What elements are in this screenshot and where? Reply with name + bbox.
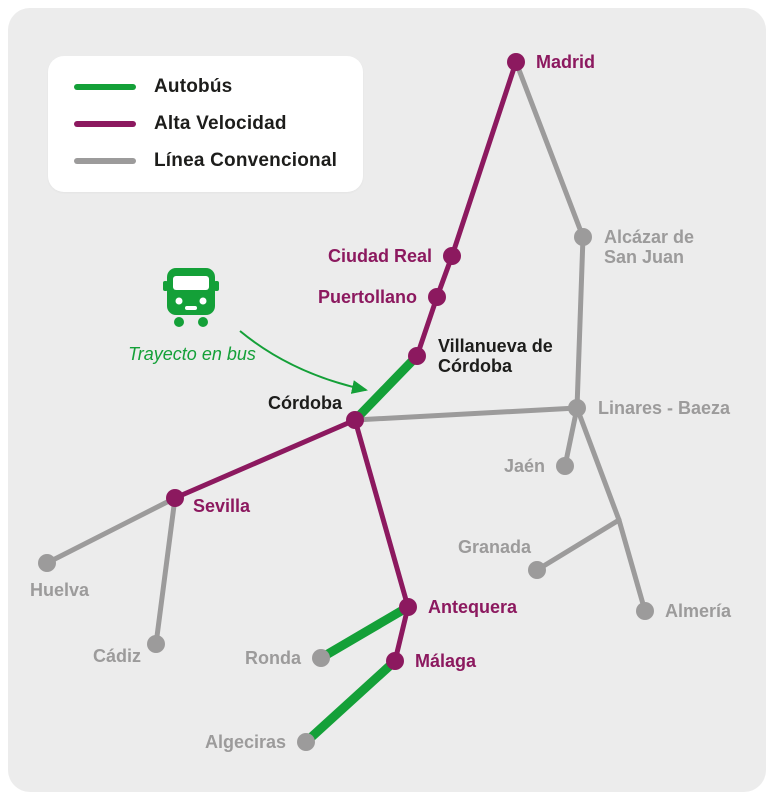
rail-line-madrid-ciudad-real: [449, 59, 519, 259]
rail-line-linares-baeza-junction-almeria: [574, 405, 622, 523]
station-label-malaga: Málaga: [415, 651, 477, 671]
legend-label-autobus: Autobús: [154, 76, 233, 97]
legend-item-alta-velocidad: Alta Velocidad: [74, 113, 337, 135]
station-dot-malaga: [386, 652, 404, 670]
rail-line-antequera-malaga: [392, 604, 411, 664]
rail-line-villanueva-de-cordoba-cordoba: [350, 351, 422, 425]
station-dot-ciudad-real: [443, 247, 461, 265]
legend-swatch-linea-convencional: [74, 158, 136, 164]
station-label-linares-baeza: Linares - Baeza: [598, 398, 731, 418]
station-label-granada: Granada: [458, 537, 532, 557]
station-label-cadiz: Cádiz: [93, 646, 141, 666]
station-dot-puertollano: [428, 288, 446, 306]
rail-line-granada-junction-almeria: [534, 517, 622, 573]
rail-line-junction-almeria-almeria: [616, 517, 648, 614]
bus-annotation-label: Trayecto en bus: [128, 344, 256, 364]
station-dot-ronda: [312, 649, 330, 667]
station-label-puertollano: Puertollano: [318, 287, 417, 307]
station-label-ciudad-real: Ciudad Real: [328, 246, 432, 266]
rail-line-cordoba-sevilla: [172, 417, 358, 501]
bus-icon: [163, 268, 219, 327]
station-dot-granada: [528, 561, 546, 579]
rail-line-sevilla-huelva: [44, 495, 178, 566]
station-dot-antequera: [399, 598, 417, 616]
station-dot-alcazar-de-san-juan: [574, 228, 592, 246]
station-dot-villanueva-de-cordoba: [408, 347, 426, 365]
station-dot-jaen: [556, 457, 574, 475]
station-dot-algeciras: [297, 733, 315, 751]
station-label-antequera: Antequera: [428, 597, 518, 617]
rail-line-ronda-antequera: [316, 602, 413, 663]
rail-line-puertollano-villanueva-de-cordoba: [414, 294, 440, 359]
legend-label-linea-convencional: Línea Convencional: [154, 150, 338, 171]
legend-label-alta-velocidad: Alta Velocidad: [154, 113, 287, 134]
legend-swatch-alta-velocidad: [74, 121, 136, 127]
station-label-ronda: Ronda: [245, 648, 302, 668]
station-dot-cadiz: [147, 635, 165, 653]
station-dot-madrid: [507, 53, 525, 71]
legend-item-autobus: Autobús: [74, 76, 337, 98]
station-dot-almeria: [636, 602, 654, 620]
station-label-madrid: Madrid: [536, 52, 595, 72]
station-label-almeria: Almería: [665, 601, 732, 621]
station-label-sevilla: Sevilla: [193, 496, 251, 516]
station-dot-sevilla: [166, 489, 184, 507]
station-dot-linares-baeza: [568, 399, 586, 417]
station-label-huelva: Huelva: [30, 580, 90, 600]
legend-swatch-autobus: [74, 84, 136, 90]
rail-line-madrid-alcazar-de-san-juan: [513, 59, 586, 240]
station-label-algeciras: Algeciras: [205, 732, 286, 752]
rail-line-sevilla-cadiz: [153, 495, 178, 647]
rail-line-cordoba-antequera: [352, 417, 411, 610]
rail-line-linares-baeza-jaen: [562, 405, 580, 469]
rail-line-alcazar-de-san-juan-linares-baeza: [574, 234, 586, 411]
station-dot-huelva: [38, 554, 56, 572]
station-label-jaen: Jaén: [504, 456, 545, 476]
legend-item-linea-convencional: Línea Convencional: [74, 150, 337, 172]
bus-annotation-arrow: [239, 330, 368, 394]
rail-line-cordoba-linares-baeza: [352, 405, 580, 423]
station-label-cordoba: Córdoba: [268, 393, 343, 413]
station-dot-cordoba: [346, 411, 364, 429]
rail-line-algeciras-malaga: [301, 656, 400, 747]
